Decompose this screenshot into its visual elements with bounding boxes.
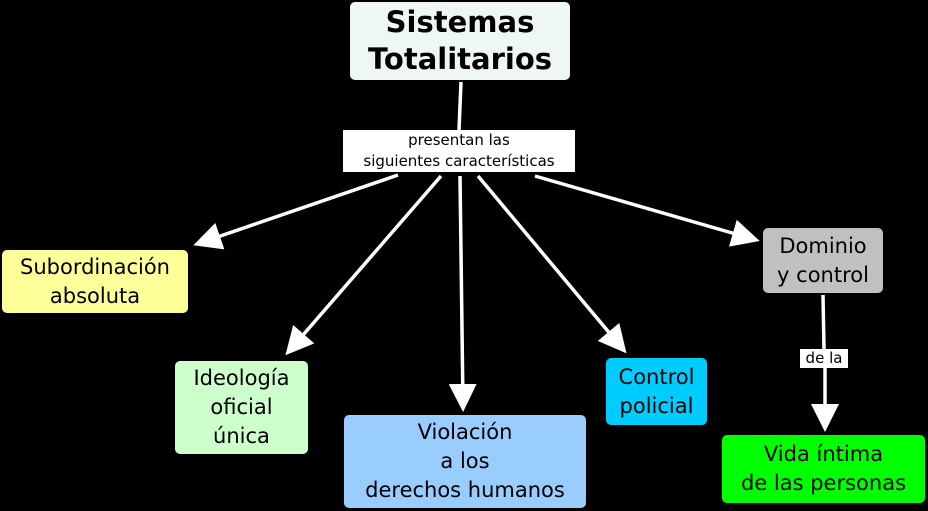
arrow-to-violacion bbox=[448, 175, 477, 412]
arrow-to-ideologia bbox=[285, 174, 443, 356]
arrow-to-dominio bbox=[534, 174, 760, 247]
linking-phrase-de-la[interactable]: de la bbox=[800, 349, 848, 368]
concept-subordinacion[interactable]: Subordinación absoluta bbox=[2, 250, 188, 313]
connector-title-phrase bbox=[457, 81, 463, 131]
connector-dominio-dela bbox=[821, 294, 826, 350]
concept-dominio[interactable]: Dominio y control bbox=[763, 228, 883, 293]
arrow-to-control bbox=[476, 174, 627, 354]
concept-violacion[interactable]: Violación a los derechos humanos bbox=[344, 415, 586, 508]
concept-vida-intima[interactable]: Vida íntima de las personas bbox=[722, 435, 925, 503]
linking-phrase[interactable]: presentan las siguientes características bbox=[343, 130, 575, 172]
concept-sistemas-totalitarios[interactable]: Sistemas Totalitarios bbox=[350, 2, 570, 80]
concept-ideologia[interactable]: Ideología oficial única bbox=[175, 361, 308, 454]
concept-control-policial[interactable]: Control policial bbox=[606, 358, 707, 425]
arrow-to-subordinacion bbox=[193, 173, 399, 250]
